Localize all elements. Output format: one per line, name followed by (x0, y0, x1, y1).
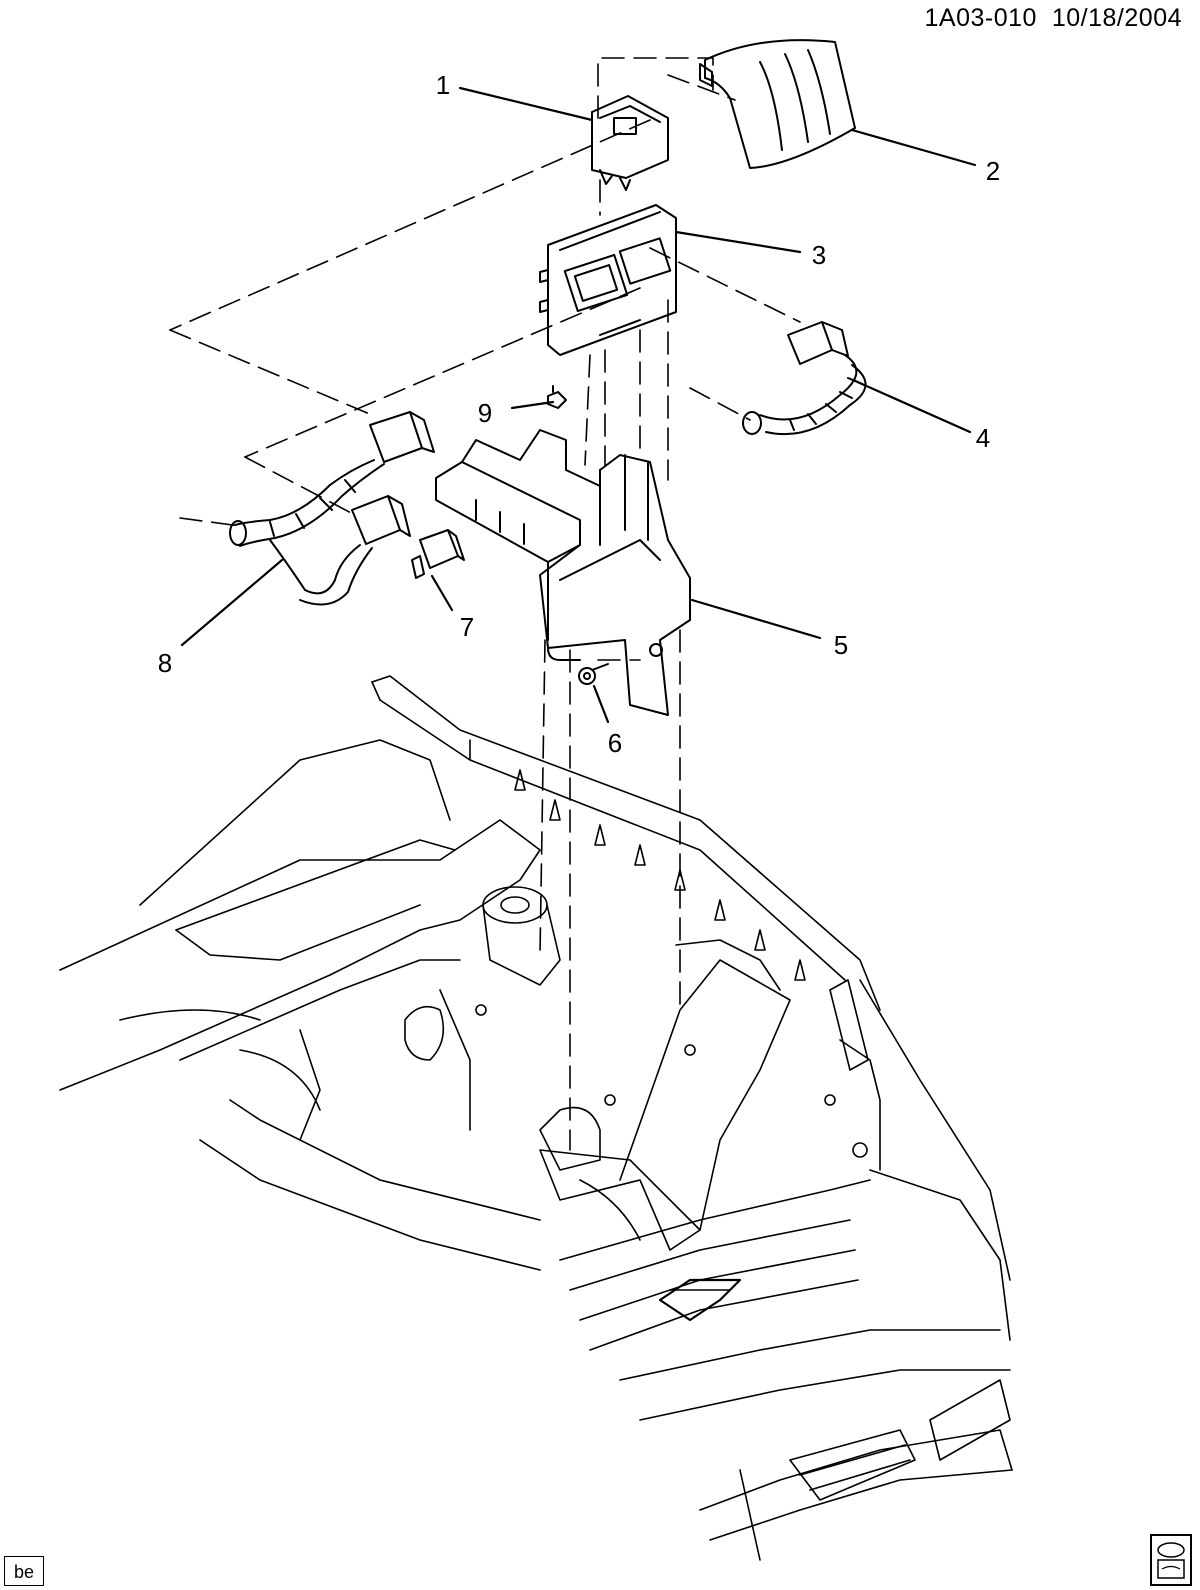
part-1-module (591, 95, 669, 191)
gm-spo-logo-icon (1157, 1542, 1185, 1579)
callout-8: 8 (157, 648, 173, 678)
part-3-control-module (539, 204, 677, 356)
corner-tag: be (4, 1556, 44, 1586)
part-7-connector (411, 529, 465, 579)
diagram-id: 1A03-010 (924, 4, 1037, 32)
callout-9: 9 (477, 398, 493, 428)
callout-7: 7 (459, 612, 475, 642)
part-6-bolt (578, 663, 609, 685)
part-2-cover (699, 39, 856, 169)
callout-2: 2 (985, 156, 1001, 186)
callout-6: 6 (607, 728, 623, 758)
part-8-harness (229, 411, 435, 606)
part-4-harness (742, 321, 867, 436)
part-5-bracket (435, 429, 691, 716)
diagram-date: 10/18/2004 (1051, 4, 1182, 32)
callout-4: 4 (975, 423, 991, 453)
callout-1: 1 (435, 70, 451, 100)
vehicle-front-end (59, 675, 1013, 1561)
gm-spo-logo (1150, 1534, 1192, 1586)
part-9-clip (547, 385, 567, 409)
callout-5: 5 (833, 630, 849, 660)
leader-lines (180, 86, 977, 724)
callout-3: 3 (811, 240, 827, 270)
assembly-guide-lines (169, 57, 801, 1151)
diagram-header: 1A03-010 10/18/2004 (925, 4, 1182, 33)
